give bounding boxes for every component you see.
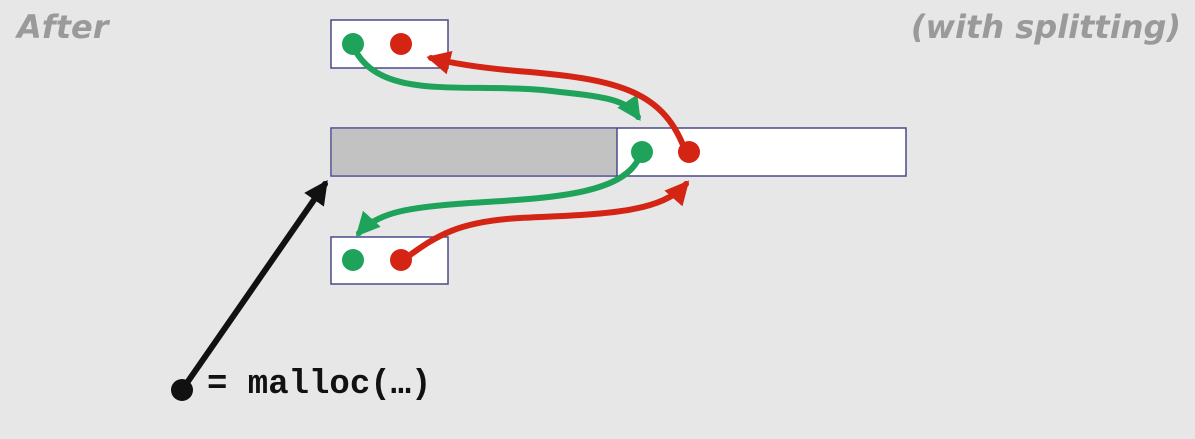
next-pointer-dot-top [342, 33, 364, 55]
prev-pointer-dot-middle [678, 141, 700, 163]
prev-pointer-arrow-bottom [397, 180, 690, 265]
malloc-pointer-dot [171, 379, 193, 401]
prev-pointer-dot-bottom [390, 249, 412, 271]
prev-pointer-arrow-top [426, 51, 689, 156]
prev-pointer-dot-top [390, 33, 412, 55]
malloc-pointer-arrow [179, 180, 328, 393]
with-splitting-label: (with splitting) [910, 8, 1181, 46]
next-pointer-dot-middle [631, 141, 653, 163]
after-label: After [17, 8, 109, 46]
malloc-call-label: = malloc(…) [207, 366, 432, 404]
next-pointer-dot-bottom [342, 249, 364, 271]
next-pointer-arrow-bottom [355, 150, 644, 237]
next-pointer-arrow-top [350, 43, 641, 121]
allocated-region [332, 129, 617, 175]
